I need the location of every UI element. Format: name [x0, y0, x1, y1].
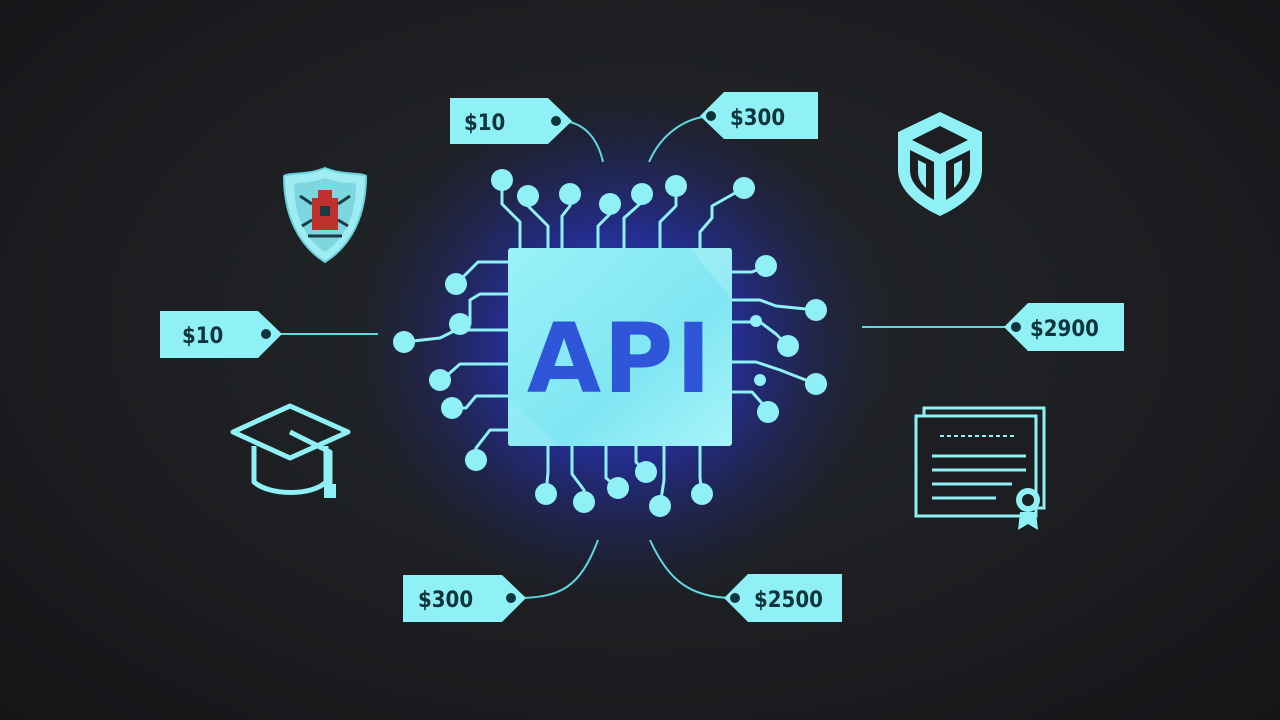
circuit-node [429, 369, 451, 391]
circuit-node [755, 255, 777, 277]
circuit-node [733, 177, 755, 199]
circuit-trace [730, 360, 818, 386]
price-tag-bottom-right: $2500 [724, 574, 842, 622]
circuit-node-small [750, 315, 762, 327]
shield-crest-icon [282, 166, 368, 264]
price-tag-label: $10 [464, 111, 505, 136]
circuit-node [491, 169, 513, 191]
cube-shield-icon [898, 112, 982, 216]
circuit-node [559, 183, 581, 205]
api-chip [508, 248, 732, 446]
circuit-node [599, 193, 621, 215]
circuit-node [445, 273, 467, 295]
circuit-node [805, 299, 827, 321]
tag-connectors [270, 115, 1010, 599]
price-tag-label: $2500 [754, 588, 823, 613]
circuit-trace [500, 178, 522, 250]
circuit-node [449, 313, 471, 335]
circuit-node [393, 331, 415, 353]
circuit-node [691, 483, 713, 505]
chip-shade [508, 400, 560, 446]
circuit-node [441, 397, 463, 419]
circuit-trace [730, 298, 818, 312]
circuit-node-small [610, 484, 622, 496]
circuit-node [635, 461, 657, 483]
circuit-trace [698, 186, 746, 250]
circuit-node [535, 483, 557, 505]
circuit-node [805, 373, 827, 395]
circuit-nodes [393, 169, 827, 517]
circuit-node [665, 175, 687, 197]
circuit-node [757, 401, 779, 423]
circuit-node [465, 449, 487, 471]
price-tag-top-left: $10 [450, 98, 572, 144]
chip-highlight [690, 248, 732, 300]
price-tag-left: $10 [160, 311, 282, 358]
circuit-node [573, 491, 595, 513]
price-tag-label: $2900 [1030, 317, 1099, 342]
circuit-trace [402, 328, 510, 344]
price-tag-label: $10 [182, 324, 223, 349]
circuit-node [631, 183, 653, 205]
certificate-icon [914, 406, 1046, 530]
circuit-node [649, 495, 671, 517]
price-tag-label: $300 [730, 106, 785, 131]
circuit-node [517, 185, 539, 207]
graduation-cap-icon [230, 403, 351, 498]
price-tag-top-right: $300 [700, 92, 818, 139]
price-tag-right: $2900 [1004, 303, 1124, 351]
api-chip-label: API [527, 303, 713, 415]
circuit-node-small [754, 374, 766, 386]
circuit-node [777, 335, 799, 357]
price-tag-label: $300 [418, 588, 473, 613]
price-tag-bottom-left: $300 [403, 575, 526, 622]
